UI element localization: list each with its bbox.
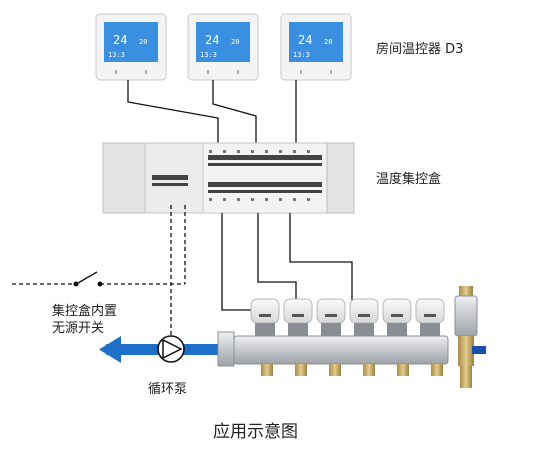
lcd-screen (289, 22, 343, 62)
lcd-time: 13:3 (108, 51, 125, 59)
switch-label-line1: 集控盒内置 (52, 304, 118, 319)
control-box-label: 温度集控盒 (376, 172, 442, 187)
lcd-set: 20 (231, 38, 239, 46)
flow-arrow-icon (99, 336, 121, 363)
lcd-time: 13:3 (293, 51, 310, 59)
lcd-temp: 24 (205, 33, 219, 47)
manifold (217, 286, 486, 388)
thermostat-3: 24 20 13:3 (280, 13, 352, 81)
lcd-temp: 24 (298, 33, 312, 47)
switch-icon (73, 271, 103, 287)
lcd-temp: 24 (113, 33, 127, 47)
actuator-wires (221, 213, 353, 311)
switch-label-line2: 无源开关 (52, 321, 105, 336)
lcd-screen (104, 22, 158, 62)
diagram-caption: 应用示意图 (213, 422, 298, 442)
lcd-set: 20 (139, 38, 147, 46)
dashed-wiring (12, 205, 186, 340)
control-box (102, 142, 355, 214)
pump-icon (157, 335, 185, 363)
thermostat-1: 24 20 13:3 (95, 13, 167, 81)
vent-valve (454, 286, 486, 388)
actuators (250, 298, 445, 336)
pump-label: 循环泵 (148, 382, 188, 397)
thermostat-wires (127, 80, 297, 148)
thermostat-label: 房间温控器 D3 (376, 42, 464, 57)
thermostat-2: 24 20 13:3 (187, 13, 259, 81)
lcd-set: 20 (324, 38, 332, 46)
lcd-time: 13:3 (200, 51, 217, 59)
lcd-screen (196, 22, 250, 62)
